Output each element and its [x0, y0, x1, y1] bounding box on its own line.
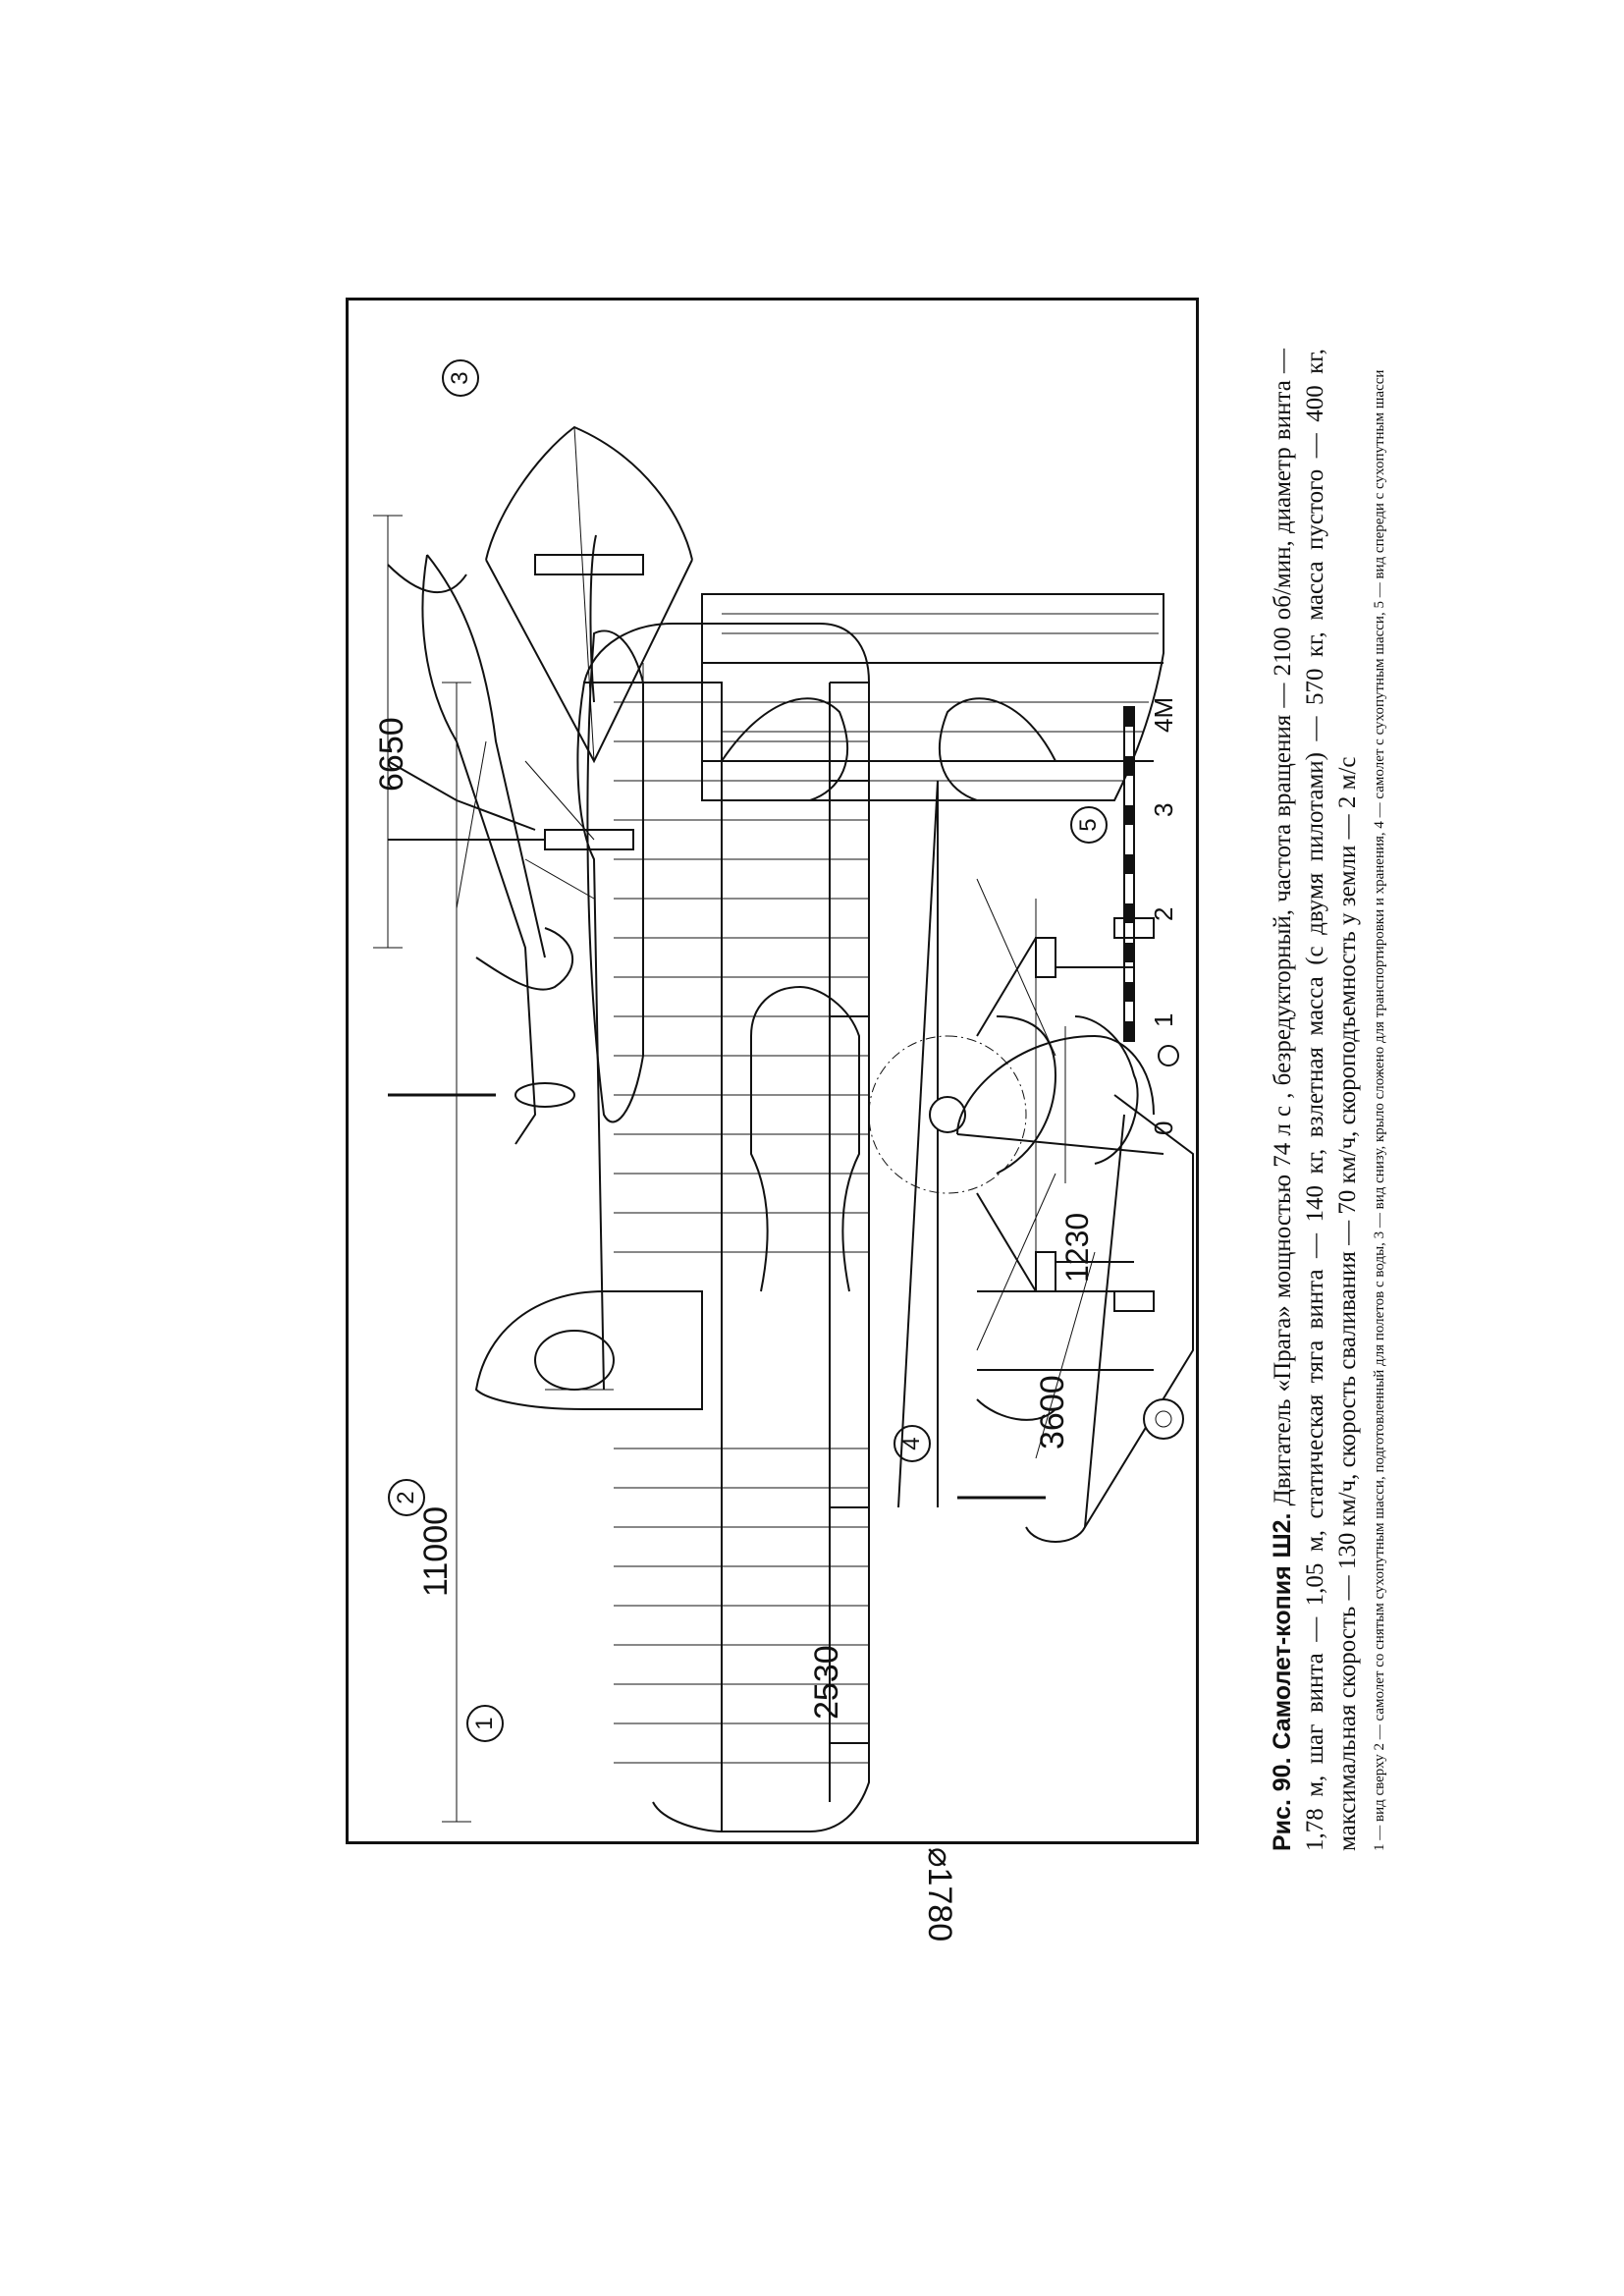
view-3-label: 3 — [442, 359, 479, 397]
scale-tick-3: 3 — [1149, 802, 1178, 817]
dim-span: 11000 — [417, 1505, 455, 1597]
dimension-lines — [373, 515, 1066, 1823]
figure-frame: 11000 6650 2530 ⌀1780 3600 1230 1 2 — [346, 298, 1199, 1941]
scale-tick-2: 2 — [1149, 906, 1178, 921]
view-4-label: 4 — [893, 1425, 931, 1462]
scale-tick-1: 1 — [1149, 1012, 1178, 1027]
view-4-landplane-side — [956, 1034, 1194, 1543]
dim-prop-diameter: ⌀1780 — [921, 1847, 958, 1942]
scale-bar — [1123, 706, 1135, 1042]
figure-caption: Рис. 90. Самолет-копия Ш2. Двигатель «Пр… — [1267, 349, 1390, 1851]
view-2-label: 2 — [388, 1479, 425, 1516]
tailplane-top-view — [750, 985, 860, 1292]
view-2-seaplane-side — [387, 554, 644, 1145]
caption-legend: 1 — вид сверху 2 — самолет со снятым сух… — [1372, 369, 1387, 1851]
view-5-label: 5 — [1070, 806, 1108, 844]
dim-track: 1230 — [1059, 1212, 1095, 1283]
view-1-label: 1 — [466, 1705, 504, 1742]
caption-main: Рис. 90. Самолет-копия Ш2. Двигатель «Пр… — [1267, 349, 1364, 1851]
dim-tail-offset: 2530 — [808, 1645, 845, 1720]
dim-length: 6650 — [373, 717, 410, 792]
dim-tail-span: 3600 — [1034, 1375, 1071, 1449]
caption-title: Рис. 90. Самолет-копия Ш2. — [1269, 1512, 1296, 1852]
scale-tick-4m: 4M — [1149, 696, 1178, 733]
view-3-folded-wing-underside — [485, 425, 1164, 850]
view-5-front-view — [868, 780, 1155, 1508]
aircraft-drawing — [373, 425, 1194, 1833]
scale-tick-0: 0 — [1149, 1121, 1178, 1135]
